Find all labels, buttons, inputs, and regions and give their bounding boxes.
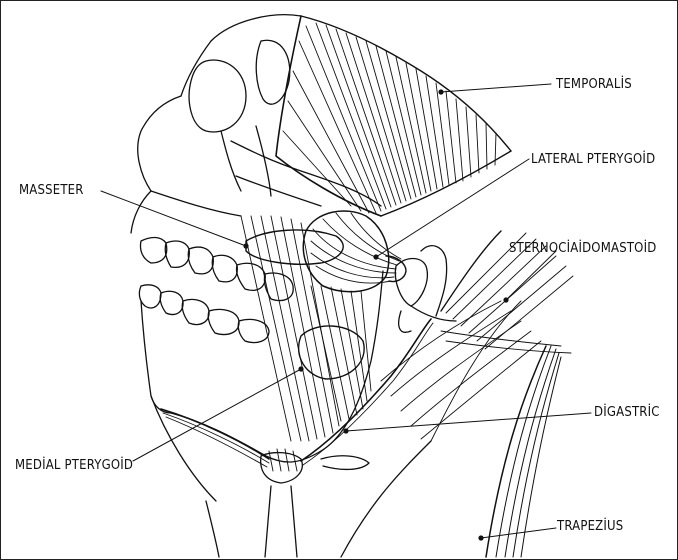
dot-medial-pterygoid [298,366,303,371]
label-masseter: MASSETER [19,183,84,198]
label-lateral-pterygoid: LATERAL PTERYGOİD [531,152,655,167]
dot-lateral-pterygoid [373,254,378,259]
label-trapezius: TRAPEZİUS [557,519,623,534]
trapezius-muscle [486,346,561,557]
leader-trapezius [481,528,556,538]
leader-temporalis [441,84,551,92]
dot-digastric [343,428,348,433]
masseter-muscle [241,216,343,441]
label-temporalis: TEMPORALİS [556,77,632,92]
lateral-pterygoid-muscle [303,211,406,292]
dot-masseter [243,243,248,248]
lower-teeth [139,285,269,343]
leader-digastric [346,413,591,431]
temporalis-muscle [276,16,511,216]
label-medial-pterygoid: MEDİAL PTERYGOİD [15,458,133,473]
dot-trapezius [478,535,483,540]
label-digastric: DİGASTRİC [594,405,660,420]
leader-sternocleidomastoid [506,251,556,300]
leader-masseter [101,191,246,246]
label-sternocleidomastoid: STERNOCİAİDOMASTOİD [509,241,656,256]
dot-sternocleidomastoid [503,297,508,302]
leader-dots [243,89,508,540]
leader-lateral-pterygoid [376,159,529,257]
dot-temporalis [438,89,443,94]
upper-teeth [140,237,293,300]
